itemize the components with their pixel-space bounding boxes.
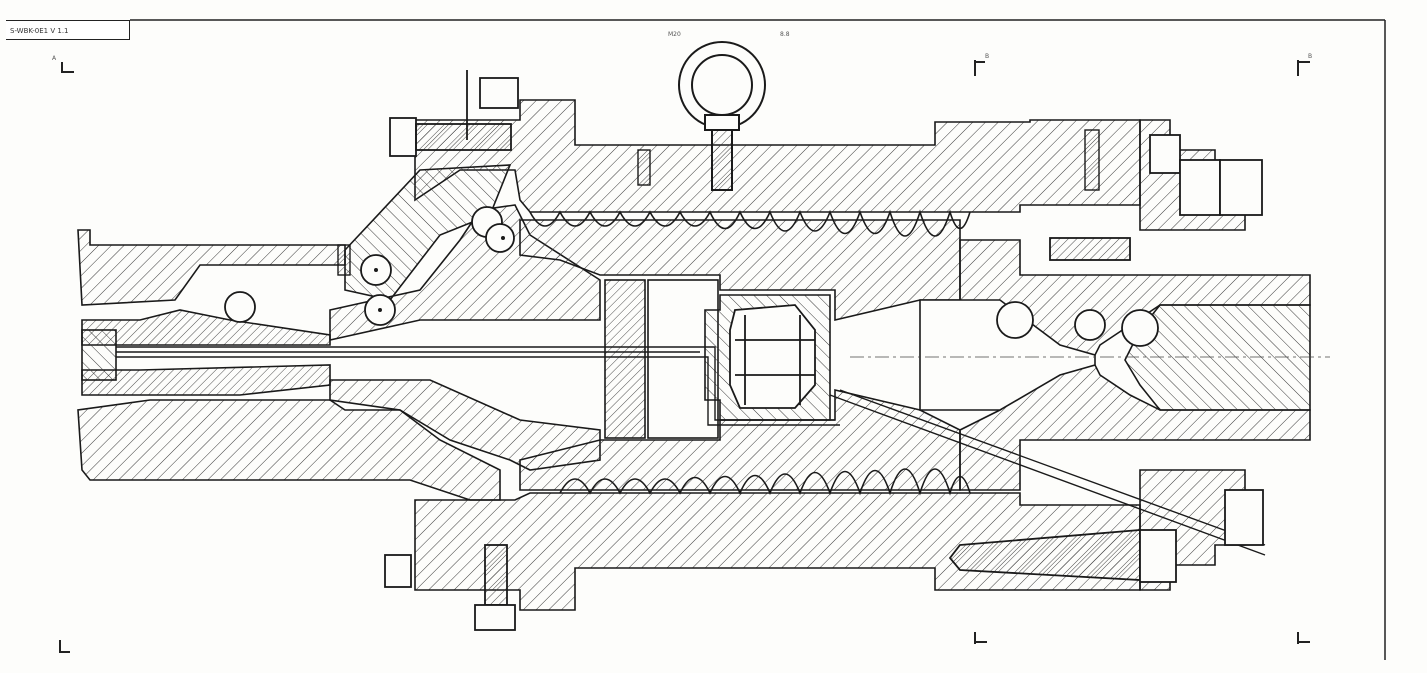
- bellows-lower: [559, 468, 971, 496]
- eyebolt-label: M20: [668, 31, 681, 38]
- eye-bolt-icon: [678, 41, 766, 191]
- eyebolt-label-2: 8.8: [780, 31, 790, 38]
- hex-nut-icon: [729, 304, 816, 409]
- ball-icon: [224, 206, 1159, 347]
- bolt-right-lower: [948, 489, 1264, 583]
- section-mark-top-right: B: [1308, 53, 1312, 60]
- piston-body: [519, 219, 961, 491]
- title-block: S-WBK-0E1 V 1.1: [6, 20, 130, 40]
- bolt-upper-left: [389, 70, 519, 157]
- inlet-tube: [77, 229, 501, 501]
- bellows-upper: [529, 209, 971, 237]
- central-rod: [116, 346, 1266, 556]
- section-mark-top-mid: B: [985, 53, 989, 60]
- sheet-frame: [130, 19, 1386, 660]
- bolt-right-upper: [1049, 134, 1263, 261]
- section-marks: [59, 60, 1310, 653]
- section-mark-top-left: A: [52, 55, 57, 62]
- fittings: [337, 129, 1100, 276]
- ball-center-dots: [374, 236, 505, 312]
- nozzle-head: [919, 239, 1311, 491]
- bolt-lower-left: [384, 544, 516, 631]
